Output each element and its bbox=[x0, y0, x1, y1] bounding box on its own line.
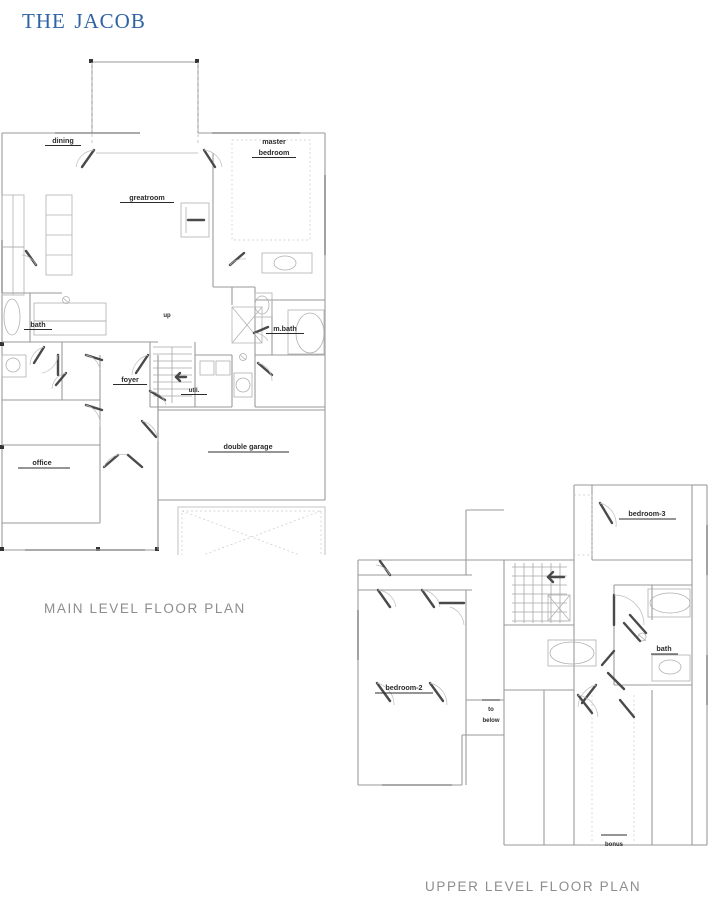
room-label-bedroom-2: bedroom-2 bbox=[385, 683, 422, 692]
room-label-bonus: bonus bbox=[605, 842, 624, 848]
upper-doors[interactable] bbox=[375, 501, 648, 719]
upper-closets bbox=[547, 594, 571, 622]
master-bath-fixtures bbox=[231, 252, 325, 398]
main-exterior-walls bbox=[1, 61, 326, 555]
utility-fixtures bbox=[199, 360, 231, 376]
main-stair bbox=[153, 346, 192, 403]
room-label-bath: bath bbox=[30, 320, 45, 329]
room-label-dining: dining bbox=[52, 136, 74, 145]
room-label-util: util. bbox=[189, 388, 200, 394]
upper-exterior-walls bbox=[357, 484, 708, 846]
room-label-to-below-line1: to bbox=[488, 707, 494, 713]
kitchen-fixtures bbox=[1, 194, 107, 336]
plan-corner-markers bbox=[0, 59, 199, 551]
main-room-labels: dining greatroom master bedroom bath m.b… bbox=[18, 136, 304, 469]
room-label-to-below-line2: below bbox=[482, 718, 499, 724]
upper-windows bbox=[357, 525, 708, 786]
room-label-master-line2: bedroom bbox=[259, 148, 290, 157]
main-doors[interactable] bbox=[21, 148, 274, 469]
main-level-caption: MAIN LEVEL FLOOR PLAN bbox=[44, 601, 246, 616]
bath-fixtures bbox=[1, 296, 70, 378]
room-label-double-garage: double garage bbox=[223, 442, 272, 451]
room-label-greatroom: greatroom bbox=[129, 193, 165, 202]
upper-interior-walls bbox=[358, 485, 692, 845]
garage-apron bbox=[181, 510, 322, 555]
room-label-master-line1: master bbox=[262, 137, 286, 146]
main-interior-walls bbox=[2, 62, 325, 550]
page-title: The Jacob bbox=[22, 2, 146, 35]
room-label-mbath: m.bath bbox=[273, 324, 297, 333]
upper-bath-fixtures bbox=[547, 588, 691, 682]
upper-level-floor-plan: bedroom-3 bedroom-2 bath to below bonus bbox=[357, 484, 708, 848]
room-label-office: office bbox=[32, 458, 51, 467]
upper-stair bbox=[512, 563, 567, 623]
room-label-bedroom-3: bedroom-3 bbox=[628, 509, 665, 518]
room-label-stair-up: up bbox=[163, 313, 171, 319]
main-level-floor-plan: dining greatroom master bedroom bath m.b… bbox=[0, 59, 326, 555]
upper-room-labels: bedroom-3 bedroom-2 bath to below bonus bbox=[375, 509, 678, 848]
fireplace bbox=[180, 202, 210, 238]
upper-level-caption: UPPER LEVEL FLOOR PLAN bbox=[425, 879, 642, 894]
room-label-foyer: foyer bbox=[121, 375, 139, 384]
room-label-upper-bath: bath bbox=[656, 644, 671, 653]
